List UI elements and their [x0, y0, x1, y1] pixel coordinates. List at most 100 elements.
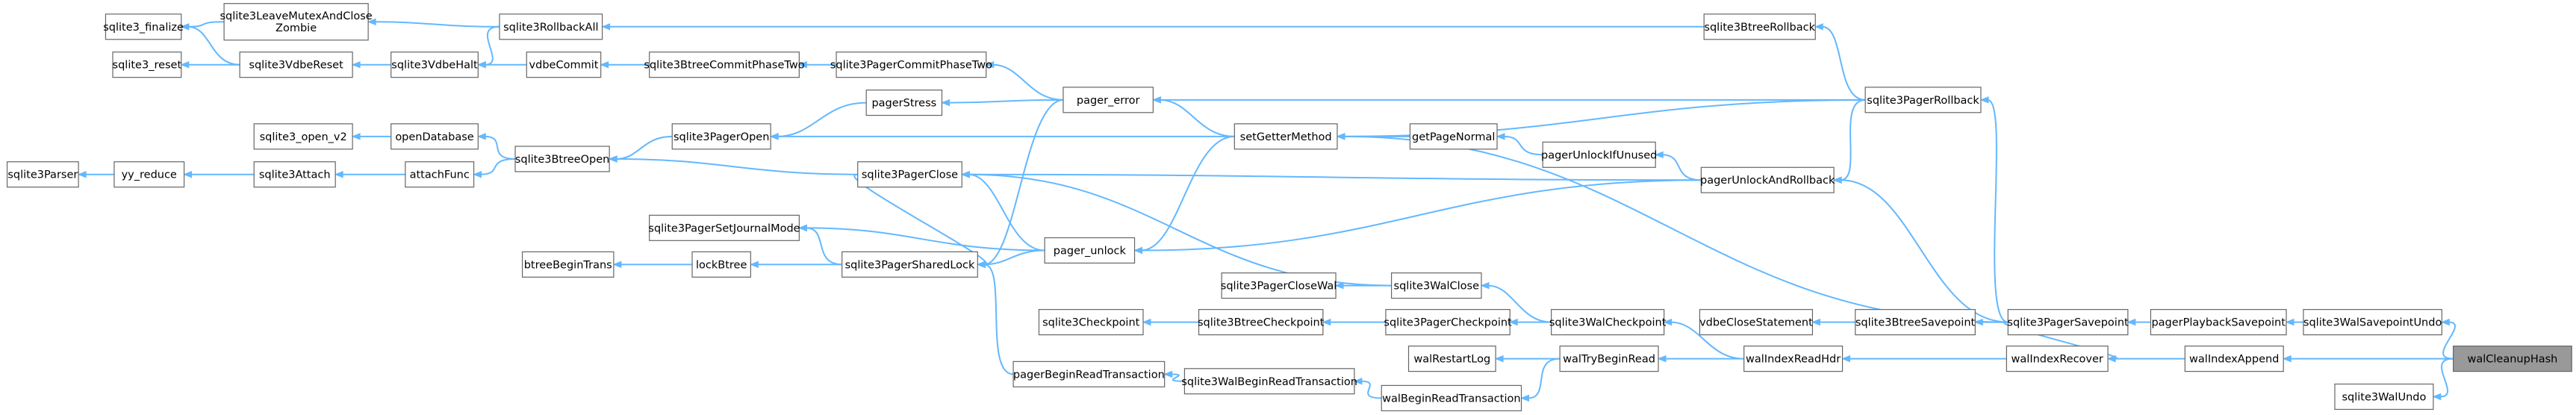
node-sqlite3WalSavepointUndo[interactable]: sqlite3WalSavepointUndo	[2303, 309, 2442, 336]
node-label: sqlite3VdbeHalt	[391, 60, 478, 72]
edge-arrowhead	[1480, 281, 1490, 290]
node-sqlite3VdbeReset[interactable]: sqlite3VdbeReset	[239, 52, 353, 78]
edge-arrowhead	[798, 224, 807, 232]
edge-line	[616, 135, 673, 160]
edge-line	[984, 249, 1045, 266]
node-label: sqlite3WalSavepointUndo	[2303, 317, 2442, 329]
node-label: sqlite3PagerCheckpoint	[1384, 317, 1512, 329]
node-setGetterMethod[interactable]: setGetterMethod	[1233, 123, 1338, 150]
node-sqlite3BtreeCheckpoint[interactable]: sqlite3BtreeCheckpoint	[1198, 309, 1325, 336]
edge-line	[968, 173, 1392, 287]
node-box	[112, 52, 182, 78]
node-sqlite3PagerCheckpoint[interactable]: sqlite3PagerCheckpoint	[1384, 309, 1512, 336]
node-box	[1409, 123, 1498, 150]
node-pagerUnlockIfUnused[interactable]: pagerUnlockIfUnused	[1541, 141, 1657, 168]
node-sqlite3Attach[interactable]: sqlite3Attach	[253, 161, 336, 188]
edge-sqlite3PagerClose-sqlite3WalClose	[960, 170, 1392, 287]
edge-sqlite3BtreeOpen-sqlite3PagerClose	[608, 155, 858, 175]
node-walRestartLog[interactable]: walRestartLog	[1407, 346, 1496, 372]
node-sqlite3Parser[interactable]: sqlite3Parser	[6, 161, 79, 188]
edge-line	[187, 21, 225, 28]
edge-arrowhead	[77, 170, 87, 178]
edge-sqlite3PagerOpen-pagerStress	[769, 102, 867, 140]
node-box	[1559, 346, 1659, 372]
node-sqlite3PagerRollback[interactable]: sqlite3PagerRollback	[1864, 87, 1982, 113]
edge-pager_unlock-setGetterMethod	[1133, 135, 1235, 255]
node-label: sqlite3PagerRollback	[1867, 95, 1979, 107]
node-yy_reduce[interactable]: yy_reduce	[113, 161, 185, 188]
edge-line	[992, 63, 1063, 101]
node-sqlite3WalClose[interactable]: sqlite3WalClose	[1390, 272, 1482, 299]
node-sqlite3_open_v2[interactable]: sqlite3_open_v2	[253, 123, 353, 150]
edge-arrowhead	[334, 170, 343, 178]
node-box	[526, 52, 602, 78]
node-sqlite3WalCheckpoint[interactable]: sqlite3WalCheckpoint	[1549, 309, 1667, 336]
node-sqlite3PagerClose[interactable]: sqlite3PagerClose	[857, 161, 962, 188]
edge-pagerUnlockAndRollback-pager_unlock	[1133, 179, 1702, 255]
edge-arrowhead	[351, 133, 361, 140]
node-box	[691, 251, 751, 278]
node-walBeginReadTransaction[interactable]: walBeginReadTransaction	[1381, 384, 1522, 411]
node-openDatabase[interactable]: openDatabase	[391, 123, 479, 150]
edge-sqlite3VdbeHalt-sqlite3RollbackAll	[476, 25, 500, 69]
node-sqlite3PagerOpen[interactable]: sqlite3PagerOpen	[671, 123, 771, 150]
node-box	[2184, 346, 2284, 372]
node-sqlite3PagerSavepoint[interactable]: sqlite3PagerSavepoint	[2007, 309, 2129, 336]
node-vdbeCloseStatement[interactable]: vdbeCloseStatement	[1699, 309, 1813, 336]
node-label: sqlite3PagerSavepoint	[2007, 317, 2129, 329]
node-box	[841, 251, 978, 278]
node-label: pager_unlock	[1054, 245, 1127, 257]
node-walTryBeginRead[interactable]: walTryBeginRead	[1559, 346, 1659, 372]
edge-vdbeCommit-sqlite3BtreeCommitPhaseTwo	[600, 60, 650, 69]
node-pagerUnlockAndRollback[interactable]: pagerUnlockAndRollback	[1700, 166, 1835, 193]
node-sqlite3BtreeSavepoint[interactable]: sqlite3BtreeSavepoint	[1855, 309, 1976, 336]
node-vdbeCommit[interactable]: vdbeCommit	[526, 52, 602, 78]
node-sqlite3PagerCommitPhaseTwo[interactable]: sqlite3PagerCommitPhaseTwo	[830, 52, 992, 78]
node-box	[1385, 309, 1511, 336]
node-label: walIndexRecover	[2012, 354, 2103, 366]
node-pagerStress[interactable]: pagerStress	[865, 90, 943, 116]
node-pagerBeginReadTransaction[interactable]: pagerBeginReadTransaction	[1012, 361, 1166, 387]
node-sqlite3PagerSetJournalMode[interactable]: sqlite3PagerSetJournalMode	[648, 214, 800, 241]
node-box	[1233, 123, 1338, 150]
node-sqlite3Checkpoint[interactable]: sqlite3Checkpoint	[1038, 309, 1144, 336]
node-box	[499, 13, 603, 40]
edge-arrowhead	[608, 155, 617, 163]
node-sqlite3BtreeCommitPhaseTwo[interactable]: sqlite3BtreeCommitPhaseTwo	[644, 52, 805, 78]
edge-sqlite3VdbeReset-sqlite3VdbeHalt	[351, 60, 391, 69]
edge-arrowhead	[180, 23, 190, 31]
node-btreeBeginTrans[interactable]: btreeBeginTrans	[521, 251, 615, 278]
node-sqlite3VdbeHalt[interactable]: sqlite3VdbeHalt	[391, 52, 479, 78]
node-getPageNormal[interactable]: getPageNormal	[1409, 123, 1498, 150]
edge-sqlite3PagerRollback-pager_error	[1152, 96, 1866, 104]
edge-line	[1670, 321, 1744, 360]
node-walIndexAppend[interactable]: walIndexAppend	[2184, 346, 2284, 372]
node-sqlite3WalUndo[interactable]: sqlite3WalUndo	[2334, 383, 2434, 411]
node-lockBtree[interactable]: lockBtree	[691, 251, 751, 278]
node-walIndexReadHdr[interactable]: walIndexReadHdr	[1743, 346, 1844, 372]
node-box	[1390, 272, 1482, 299]
node-pager_unlock[interactable]: pager_unlock	[1044, 237, 1136, 264]
node-sqlite3BtreeOpen[interactable]: sqlite3BtreeOpen	[514, 146, 610, 172]
node-sqlite3BtreeRollback[interactable]: sqlite3BtreeRollback	[1703, 13, 1816, 40]
node-sqlite3PagerSharedLock[interactable]: sqlite3PagerSharedLock	[841, 251, 978, 278]
node-sqlite3_finalize[interactable]: sqlite3_finalize	[103, 13, 184, 40]
node-label: walBeginReadTransaction	[1382, 393, 1520, 405]
node-sqlite3RollbackAll[interactable]: sqlite3RollbackAll	[499, 13, 603, 40]
node-walIndexRecover[interactable]: walIndexRecover	[2006, 346, 2109, 372]
node-attachFunc[interactable]: attachFunc	[405, 161, 475, 188]
node-sqlite3_reset[interactable]: sqlite3_reset	[112, 52, 182, 78]
node-sqlite3PagerCloseWal[interactable]: sqlite3PagerCloseWal	[1221, 272, 1337, 299]
edge-line	[968, 173, 1702, 181]
node-box	[649, 214, 800, 241]
node-sqlite3WalBeginReadTransaction[interactable]: sqlite3WalBeginReadTransaction	[1181, 368, 1357, 395]
node-pager_error[interactable]: pager_error	[1063, 87, 1154, 113]
edge-sqlite3PagerOpen-setGetterMethod	[769, 133, 1235, 140]
edge-arrowhead	[1152, 96, 1161, 104]
node-label: sqlite3WalClose	[1394, 281, 1480, 293]
node-pagerPlaybackSavepoint[interactable]: pagerPlaybackSavepoint	[2150, 309, 2287, 336]
node-box	[2334, 383, 2434, 411]
edge-sqlite3BtreeCheckpoint-sqlite3PagerCheckpoint	[1322, 318, 1386, 326]
